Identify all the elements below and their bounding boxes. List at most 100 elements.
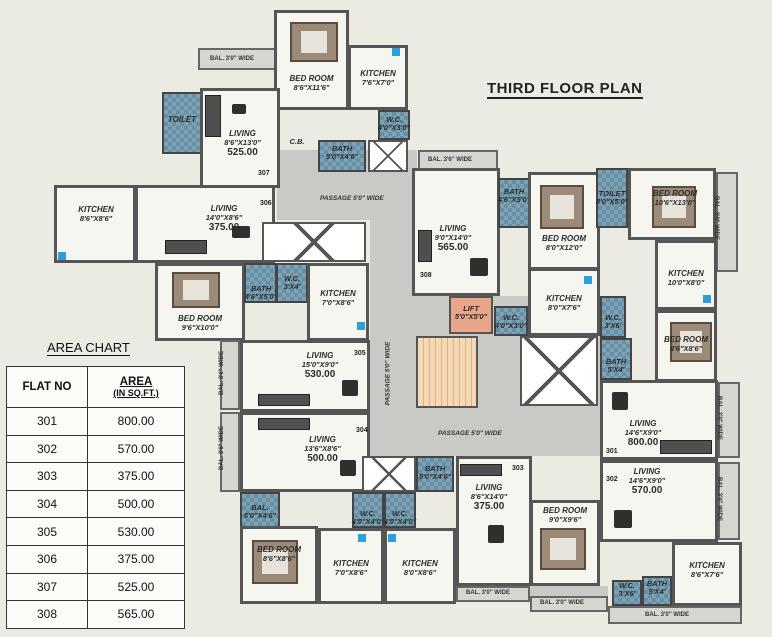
living-306-area: 375.00 (208, 222, 240, 234)
kitchen-304-name: KITCHEN (333, 559, 369, 568)
bath-307-name: BATH (331, 144, 353, 153)
kitchen-301-name: KITCHEN (668, 269, 704, 278)
balcony-304 (220, 412, 240, 492)
living-305-dim: 15'0"X9'0" (301, 359, 339, 369)
living-303-label: LIVING 8'6"X14'0" 375.00 (456, 483, 522, 512)
bal-304-small-label: BAL. 5'0"X4'6" (240, 503, 280, 521)
living-307-dim: 8'6"X13'0" (224, 137, 261, 147)
area-header: AREA (IN SQ.FT.) (87, 366, 185, 408)
wc-306-name: W.C. (283, 274, 301, 283)
kitchen-306-name: KITCHEN (78, 205, 114, 214)
living-304-label: LIVING 13'6"X8'6" 500.00 (285, 435, 360, 465)
living-305-name: LIVING (306, 351, 334, 360)
wc-304 (352, 492, 384, 528)
bed-301 (652, 186, 696, 228)
toilet-307-label: TOILET (162, 115, 202, 125)
living-301-area: 800.00 (627, 437, 659, 449)
flat-no-cell: 307 (6, 572, 88, 602)
area-cell: 525.00 (87, 572, 185, 602)
bedroom-303-label: BED ROOM 9'0"X9'6" (530, 506, 600, 524)
bed-301b (670, 322, 712, 362)
living-307-name: LIVING (229, 129, 256, 138)
bed-304 (252, 540, 298, 584)
balcony-307-label: BAL. 3'0" WIDE (210, 56, 254, 62)
bedroom-303-dim: 9'0"X9'6" (548, 514, 582, 524)
passage-vertical-label: PASSAGE 5'0" WIDE (384, 341, 392, 406)
bath-304-name: BATH (424, 464, 446, 473)
kitchen-302-dim: 8'6"X7'6" (690, 569, 724, 579)
flat-304-number: 304 (356, 427, 368, 434)
flat-no-cell: 303 (6, 462, 88, 491)
kitchen-308-dim: 8'0"X7'6" (547, 302, 581, 312)
bath-302-name: BATH (646, 579, 668, 588)
bed-303 (540, 528, 586, 570)
balcony-302-side (718, 462, 740, 540)
bedroom-306-name: BED ROOM (178, 314, 222, 323)
bal-304-small-dim: 5'0"X4'6" (243, 511, 277, 521)
balcony-303 (456, 586, 530, 602)
living-308-name: LIVING (439, 224, 467, 233)
kitchen-303-sink (388, 534, 396, 542)
living-303-sofa (460, 464, 502, 476)
kitchen-306-label: KITCHEN 8'6"X8'6" (60, 205, 132, 223)
living-308-sofa (418, 230, 432, 262)
wc-308 (494, 306, 528, 336)
bedroom-307-label: BED ROOM 8'6"X11'6" (274, 74, 349, 92)
kitchen-307-label: KITCHEN 7'6"X7'0" (348, 69, 408, 87)
living-302 (600, 460, 718, 542)
passage-middle (370, 408, 602, 456)
balcony-305-label: BAL. 3'6" WIDE (218, 351, 225, 395)
bath-302 (642, 576, 672, 606)
area-header-unit: (IN SQ.FT.) (113, 388, 159, 398)
flat-no-cell: 305 (6, 517, 88, 546)
bedroom-304-name: BED ROOM (257, 545, 301, 554)
wc-303 (384, 492, 416, 528)
living-301-name: LIVING (629, 419, 657, 428)
area-cell: 500.00 (87, 489, 185, 519)
kitchen-304-dim: 7'0"X8'6" (334, 567, 368, 577)
kitchen-307-sink (392, 48, 400, 56)
bedroom-301-name: BED ROOM (653, 189, 697, 198)
bath-306-dim: 4'6"X5'0" (244, 292, 278, 302)
living-306-table (232, 226, 250, 238)
living-304-area: 500.00 (307, 453, 338, 465)
flat-no-cell: 302 (6, 434, 88, 464)
balcony-302-bottom-label: BAL. 3'0" WIDE (645, 612, 689, 618)
bedroom-303-name: BED ROOM (543, 506, 587, 515)
bedroom-308-name: BED ROOM (542, 234, 586, 243)
passage-top-label: PASSAGE 5'0" WIDE (320, 195, 384, 202)
flat-301-number: 301 (606, 448, 618, 455)
area-chart-header-row: FLAT NO AREA (IN SQ.FT.) (6, 366, 185, 408)
bath-304-label: BATH 5'0"X4'6" (416, 464, 454, 482)
wc-303-dim: 4'0"X4'0" (383, 517, 417, 527)
bath-304 (416, 456, 454, 492)
toilet-307 (162, 92, 202, 154)
bedroom-308-label: BED ROOM 8'0"X12'0" (528, 234, 600, 252)
flat-305-number: 305 (354, 350, 366, 357)
bedroom-307-dim: 8'6"X11'6" (293, 82, 330, 92)
kitchen-305-sink (357, 322, 365, 330)
balcony-303-label: BAL. 3'0" WIDE (466, 590, 510, 596)
bedroom-307-name: BED ROOM (289, 74, 334, 83)
kitchen-304-sink (358, 534, 366, 542)
kitchen-308-label: KITCHEN 8'0"X7'6" (528, 294, 600, 312)
living-301-table (612, 392, 628, 410)
passage-middle-label: PASSAGE 5'0" WIDE (438, 430, 502, 437)
wc-303-label: W.C. 4'0"X4'0" (382, 509, 418, 527)
living-302-name: LIVING (633, 467, 661, 476)
lift-dim: 5'0"X5'0" (454, 312, 488, 322)
bath-308-dim: 4'6"X5'0" (497, 195, 531, 205)
bal-304-small-name: BAL. (251, 503, 269, 512)
flat-no-cell: 304 (6, 489, 88, 519)
wc-301-label: W.C. 3'X6' (598, 313, 628, 331)
bath-308-label: BATH 4'6"X5'0" (496, 187, 532, 205)
kitchen-305 (307, 263, 369, 341)
living-301-sofa (660, 440, 712, 454)
kitchen-307-dim: 7'6"X7'0" (361, 77, 395, 87)
